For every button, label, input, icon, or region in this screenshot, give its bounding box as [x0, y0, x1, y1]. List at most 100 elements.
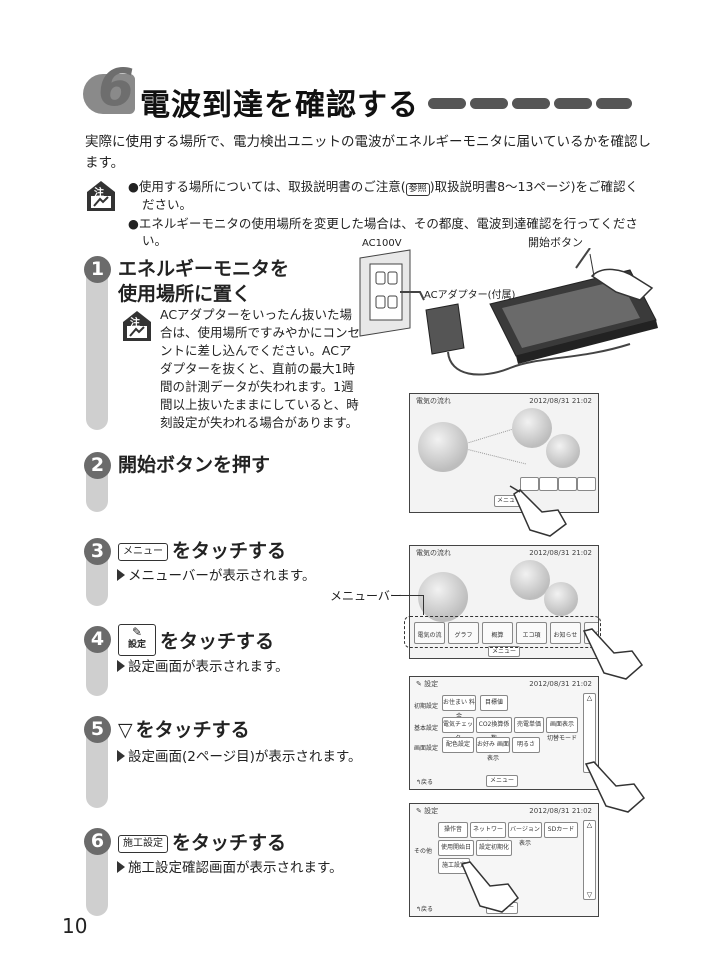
usage-bubble	[544, 582, 578, 616]
step-result: 設定画面(2ページ目)が表示されます。	[117, 748, 362, 766]
step1-caution-note: ACアダプターをいったん抜いた場合は、使用場所ですみやかにコンセントに差し込んで…	[160, 307, 361, 430]
settings-button[interactable]: CO2換算係数	[476, 717, 512, 742]
note-item: ●使用する場所については、取扱説明書のご注意(参照)取扱説明書8～13ページ)を…	[128, 179, 639, 212]
step-number: 4	[84, 626, 111, 653]
wrench-icon: ✎	[131, 625, 143, 639]
usage-bubble	[512, 408, 552, 448]
step-result: 施工設定確認画面が表示されます。	[117, 859, 343, 877]
settings-button[interactable]: 売電単価	[514, 717, 544, 733]
pointing-hand-icon	[584, 761, 646, 813]
label-ac-adapter: ACアダプター(付属)	[424, 290, 516, 301]
title-decoration	[512, 98, 550, 109]
pointing-hand-icon	[509, 485, 567, 537]
step-number: 6	[84, 828, 111, 855]
step-result: 設定画面が表示されます。	[117, 658, 289, 676]
menubar: 電気の流れ グラフ 概算 エコ項 お知らせ 設定	[414, 622, 598, 644]
title-decoration	[596, 98, 632, 109]
section-number: 6	[98, 58, 135, 118]
step-title: ▽をタッチする	[118, 719, 250, 741]
label-start-button: 開始ボタン	[528, 236, 583, 249]
settings-button[interactable]: 使用開始日	[438, 840, 474, 856]
step-title: 開始ボタンを押す	[118, 454, 271, 476]
back-button[interactable]: ↰戻る	[416, 906, 434, 913]
step-title: 使用場所に置く	[118, 283, 252, 305]
caution-icon-label: 注	[94, 188, 104, 199]
back-button[interactable]: ↰戻る	[416, 779, 434, 786]
step-title: 施工設定をタッチする	[118, 830, 286, 857]
settings-button[interactable]: 画面表示 切替モード	[546, 717, 578, 742]
reference-mark: 参照	[405, 183, 430, 196]
arrow-right-icon	[117, 861, 125, 873]
settings-button[interactable]: 操作音	[438, 822, 468, 838]
step-title: ✎設定をタッチする	[118, 624, 274, 658]
step-number: 2	[84, 452, 111, 479]
menubar-item[interactable]: エコ項	[516, 622, 547, 644]
section-badge-shape	[83, 74, 135, 114]
label-ac100v: AC100V	[362, 238, 402, 249]
step-title: エネルギーモニタを	[118, 258, 290, 280]
menu-button[interactable]: メニュー	[488, 646, 520, 657]
menubar-item[interactable]: グラフ	[448, 622, 479, 644]
scroll-down-icon: ▽	[586, 891, 593, 899]
settings-button[interactable]: SDカード	[544, 822, 578, 838]
settings-button[interactable]: ネットワーク	[470, 822, 506, 847]
settings-button[interactable]: 明るさ	[512, 737, 540, 753]
step-result: メニューバーが表示されます。	[117, 567, 316, 585]
settings-key: ✎設定	[118, 624, 156, 656]
settings-button[interactable]: 設定初期化	[476, 840, 512, 856]
settings-button[interactable]: 電気チェック	[442, 717, 474, 742]
scroll-up-icon: △	[586, 821, 593, 829]
settings-button[interactable]: 目標値	[480, 695, 508, 711]
intro-text: 実際に使用する場所で、電力検出ユニットの電波がエネルギーモニタに届いているかを確…	[85, 134, 652, 171]
step-title: メニューをタッチする	[118, 538, 286, 565]
settings-title: ✎ 設定	[416, 680, 439, 688]
menubar-callout: メニューバー	[330, 589, 402, 603]
arrow-right-icon	[117, 750, 125, 762]
menubar-highlight	[404, 616, 601, 648]
pointing-hand-icon	[582, 628, 644, 680]
usage-bubble	[510, 560, 550, 600]
scrollbar[interactable]: △ ▽	[583, 820, 596, 900]
settings-button[interactable]: バージョン 表示	[508, 822, 542, 847]
wrench-icon: ✎	[416, 680, 422, 688]
caution-notes: ●使用する場所については、取扱説明書のご注意(参照)取扱説明書8～13ページ)を…	[128, 178, 648, 251]
menubar-item[interactable]: 電気の流れ	[414, 622, 445, 644]
callout-line	[400, 595, 424, 596]
title-decoration	[428, 98, 466, 109]
caution-icon-label: 注	[130, 318, 140, 329]
menubar-item[interactable]: 概算	[482, 622, 513, 644]
step-number: 3	[84, 538, 111, 565]
note-item: ●エネルギーモニタの使用場所を変更した場合は、その都度、電波到達確認を行ってくだ…	[128, 216, 638, 248]
arrow-right-icon	[117, 569, 125, 581]
step-number: 5	[84, 716, 111, 743]
construction-settings-key: 施工設定	[118, 835, 168, 853]
settings-button[interactable]: 配色設定	[442, 737, 474, 753]
setup-illustration	[359, 248, 658, 376]
step-number: 1	[84, 256, 111, 283]
arrow-right-icon	[117, 660, 125, 672]
settings-button[interactable]: お好み 画面表示	[476, 737, 510, 762]
menu-button[interactable]: メニュー	[486, 775, 518, 787]
page-title: 電波到達を確認する	[140, 88, 419, 123]
scroll-up-icon: △	[586, 694, 593, 702]
caution-icon: 注	[122, 310, 152, 346]
caution-icon: 注	[86, 180, 116, 216]
settings-title: ✎ 設定	[416, 807, 439, 815]
usage-bubble	[418, 422, 468, 472]
menu-key: メニュー	[118, 543, 168, 561]
settings-button[interactable]: お住まい 料金	[442, 695, 476, 720]
page-number: 10	[62, 914, 88, 938]
wrench-icon: ✎	[416, 807, 422, 815]
menubar-item[interactable]: お知らせ	[550, 622, 581, 644]
callout-line	[423, 595, 424, 615]
step-bar	[86, 258, 108, 430]
pointing-hand-icon	[460, 861, 520, 913]
usage-bubble	[418, 572, 468, 622]
